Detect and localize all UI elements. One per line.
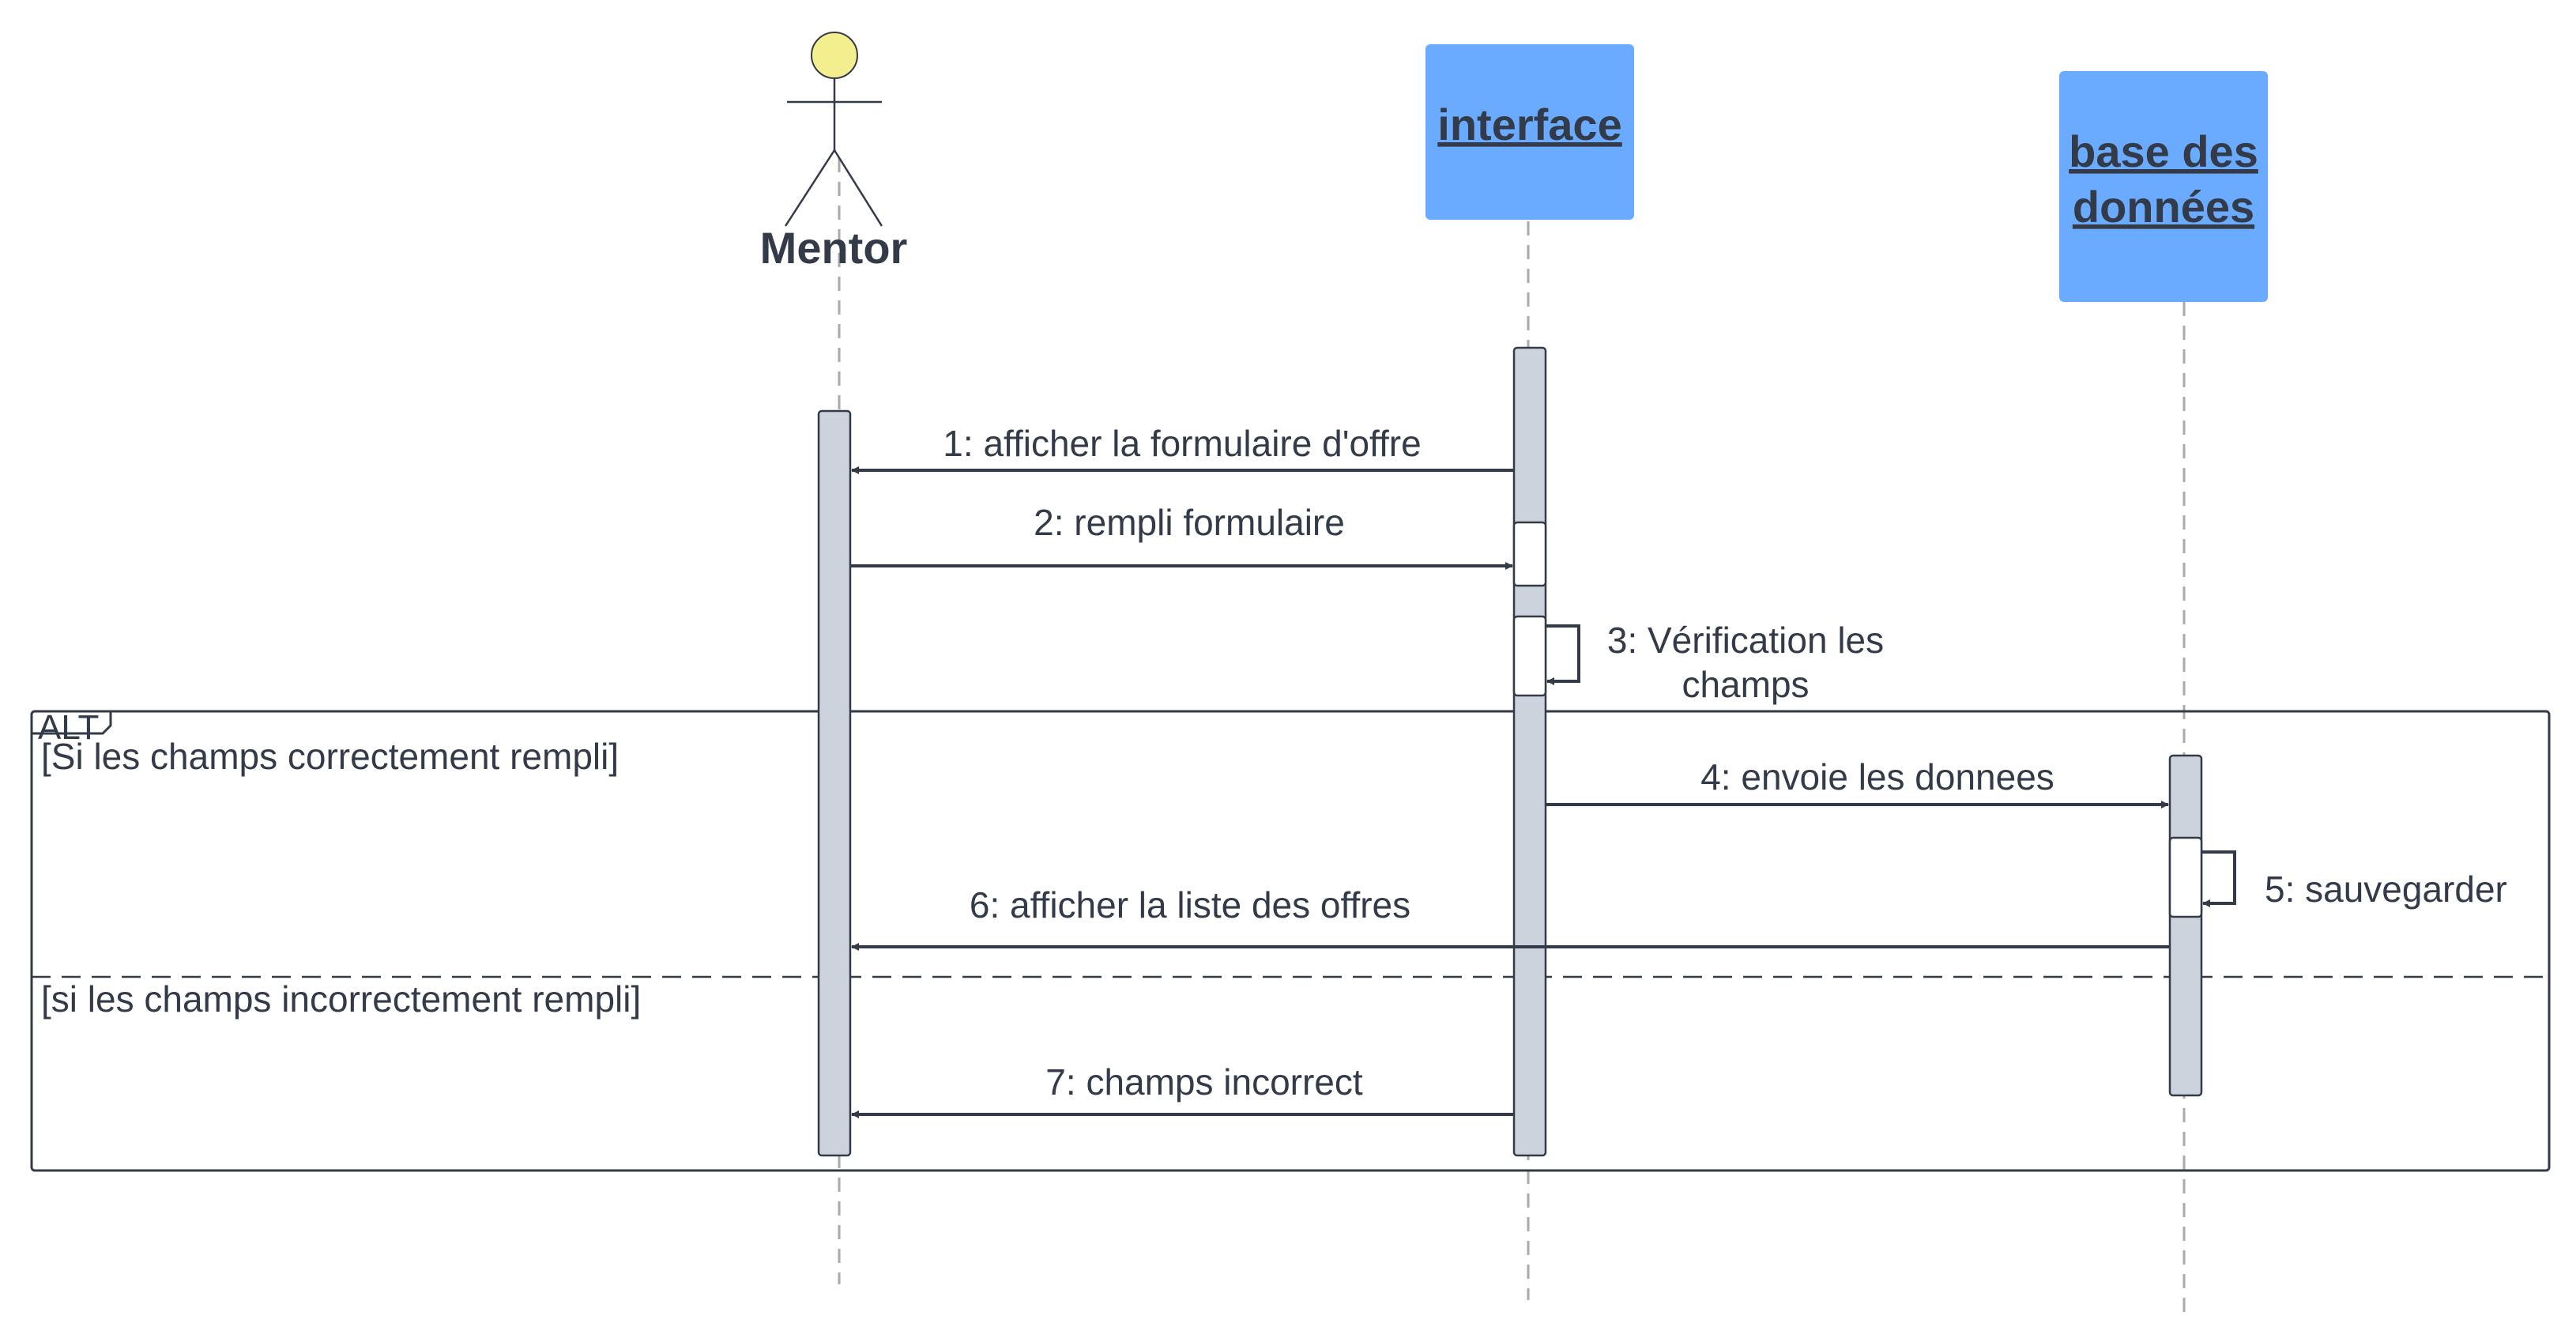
- message-5-label: 5: sauvegarder: [2265, 869, 2507, 910]
- message-3-self: 3: Vérification les champs: [1546, 620, 1884, 705]
- message-4: 4: envoie les donnees: [1546, 756, 2169, 809]
- alt-operator-tab: [32, 711, 112, 735]
- participant-interface-label: interface: [1437, 100, 1621, 149]
- participant-interface-box: [1425, 44, 1634, 220]
- actor-name: Mentor: [760, 223, 908, 273]
- message-3-label-line1: 3: Vérification les: [1607, 620, 1884, 661]
- participant-database-label-line2: données: [2073, 182, 2254, 232]
- alt-operator-label: ALT: [38, 708, 99, 747]
- mentor-activation: [817, 409, 852, 1157]
- alt-guard-1: [Si les champs correctement rempli]: [41, 736, 619, 777]
- message-7: 7: champs incorrect: [851, 1061, 1514, 1118]
- message-3-arrow: [1546, 624, 1580, 685]
- database-activation-self: [2168, 836, 2203, 918]
- actor-mentor: Mentor: [760, 32, 908, 273]
- message-5-arrow: [2201, 850, 2236, 907]
- message-3-label-line2: champs: [1682, 664, 1809, 705]
- message-2-label: 2: rempli formulaire: [1034, 502, 1345, 543]
- participant-interface: interface: [1425, 44, 1634, 220]
- database-activation: [2168, 754, 2203, 1097]
- message-4-label: 4: envoie les donnees: [1700, 756, 2054, 797]
- participant-database: base des données: [2059, 71, 2268, 302]
- actor-head: [811, 32, 858, 79]
- interface-activation-receive: [1512, 521, 1547, 587]
- message-1-label: 1: afficher la formulaire d'offre: [943, 423, 1421, 464]
- participant-database-box: [2059, 71, 2268, 302]
- actor-leg-left: [784, 149, 836, 227]
- message-6-label: 6: afficher la liste des offres: [970, 884, 1410, 925]
- message-1: 1: afficher la formulaire d'offre: [851, 423, 1514, 474]
- message-6: 6: afficher la liste des offres: [851, 884, 2170, 951]
- participant-database-label-line1: base des: [2069, 126, 2258, 176]
- interface-activation-self: [1512, 615, 1547, 697]
- alt-guard-2: [si les champs incorrectement rempli]: [41, 978, 641, 1020]
- interface-activation: [1512, 346, 1547, 1157]
- message-5-self: 5: sauvegarder: [2201, 850, 2507, 910]
- message-7-label: 7: champs incorrect: [1045, 1061, 1363, 1103]
- message-2: 2: rempli formulaire: [850, 502, 1513, 570]
- alt-fragment: ALT [Si les champs correctement rempli] …: [30, 708, 2551, 1172]
- alt-fragment-frame: [30, 710, 2551, 1172]
- actor-leg-right: [833, 149, 883, 227]
